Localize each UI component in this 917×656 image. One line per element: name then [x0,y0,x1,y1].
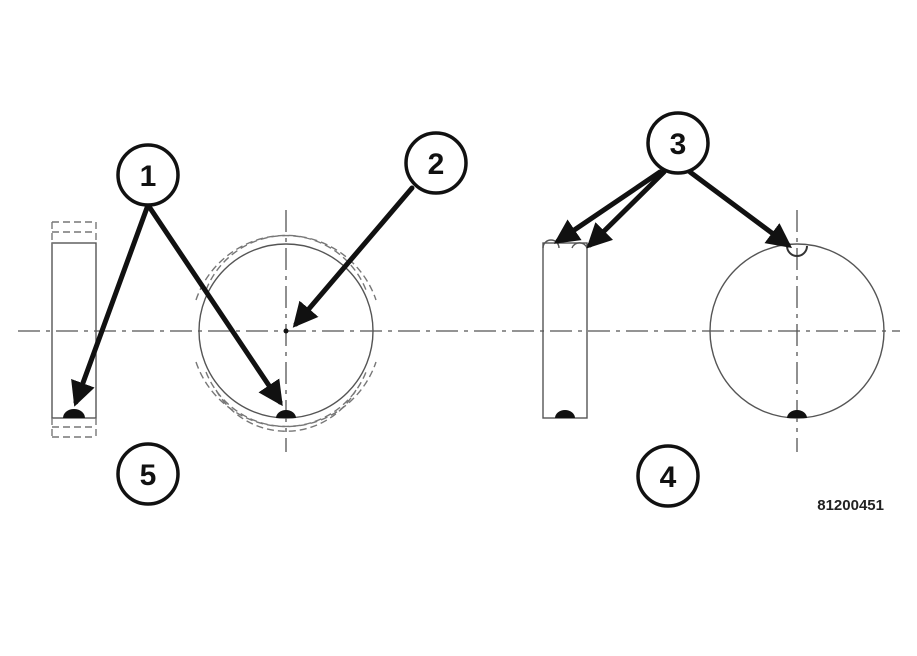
left-assembly [51,210,377,452]
leader-arrows [71,169,793,407]
callout-1-label: 1 [140,160,157,193]
figure-id: 81200451 [817,497,884,514]
right-side-timing-mark [555,410,575,418]
left-gear-dashed-arc-mid-bottom [205,371,367,428]
callout-1: 1 [116,143,180,207]
arrow-3-to-gear-notch [687,169,793,248]
left-side-timing-mark [63,409,85,418]
left-gear-center-mark [283,328,289,334]
callout-2-circle [404,131,468,195]
callout-3: 3 [646,111,710,175]
arrow-1-to-side-mark [71,202,151,407]
callout-4: 4 [636,444,700,508]
arrow-3-to-side-notch-right [586,169,667,249]
callout-5-circle [116,442,180,506]
callout-3-label: 3 [670,128,687,161]
right-gear-top-notch [786,245,808,257]
callout-4-circle [636,444,700,508]
callout-2-label: 2 [428,148,445,181]
callout-5: 5 [116,442,180,506]
left-gear-timing-mark [276,410,296,418]
callout-2: 2 [404,131,468,195]
callout-1-circle [116,143,180,207]
right-gear-timing-mark [787,410,807,418]
right-side-notch-left [542,239,560,249]
arrow-1-to-gear-mark [145,202,283,407]
left-gear-dashed-arc-outer-top [195,234,377,301]
callout-5-label: 5 [140,459,157,492]
left-gear-dashed-arc-outer-bottom [195,361,377,428]
arrow-2-to-center [292,185,415,328]
callout-3-circle [646,111,710,175]
left-gear-dashed-arc-mid-top [205,234,367,291]
arrow-3-to-side-notch-left [553,169,663,244]
left-gear-dashed-arc-inner-bottom [215,389,357,432]
right-assembly [542,210,885,452]
callout-4-label: 4 [660,461,677,494]
